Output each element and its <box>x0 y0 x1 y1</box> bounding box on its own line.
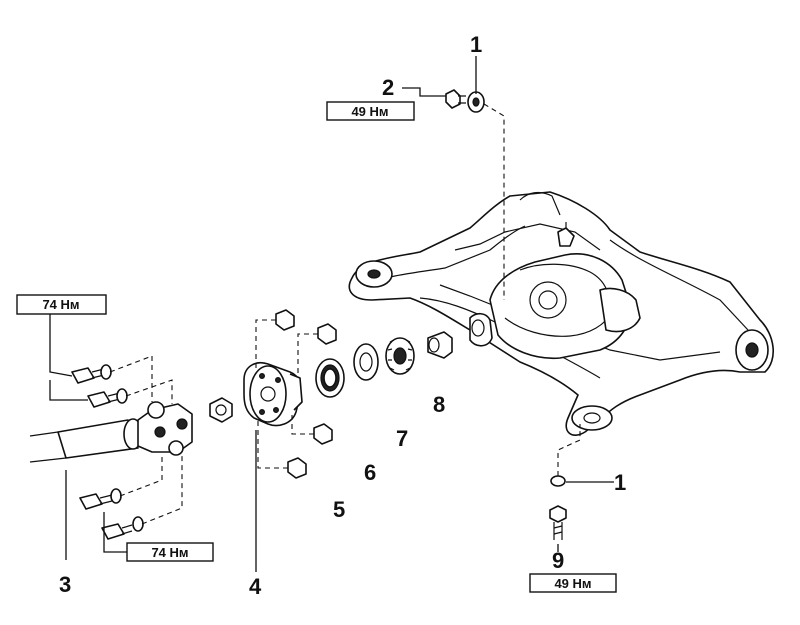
flange-bolts <box>71 364 144 540</box>
callout-6: 6 <box>364 460 376 485</box>
callout-1-top: 1 <box>470 32 482 57</box>
top-mount-hardware <box>445 89 485 113</box>
callout-7: 7 <box>396 426 408 451</box>
torque-label-bottom-right: 49 Нм <box>554 576 591 591</box>
callout-3: 3 <box>59 572 71 597</box>
torque-box-left-bottom <box>126 542 214 562</box>
spacer-washer <box>353 343 379 381</box>
callout-5: 5 <box>333 497 345 522</box>
torque-box-bottom-right <box>529 573 617 593</box>
differential-carrier <box>469 222 641 360</box>
torque-label-left-bottom: 74 Нм <box>151 545 188 560</box>
torque-box-top <box>326 101 415 121</box>
propeller-shaft <box>29 401 193 463</box>
bottom-mount-hardware <box>549 475 567 540</box>
companion-nut <box>209 397 233 423</box>
callout-4: 4 <box>249 574 262 599</box>
companion-flange <box>243 309 337 479</box>
bushing <box>427 331 453 359</box>
torque-label-top: 49 Нм <box>351 104 388 119</box>
callout-1-bottom: 1 <box>614 470 626 495</box>
bearing <box>385 337 415 375</box>
oil-seal <box>315 358 345 398</box>
callout-8: 8 <box>433 392 445 417</box>
callout-9: 9 <box>552 548 564 573</box>
torque-label-left-top: 74 Нм <box>42 297 79 312</box>
torque-box-left-top <box>16 294 107 315</box>
callout-2: 2 <box>382 75 394 100</box>
